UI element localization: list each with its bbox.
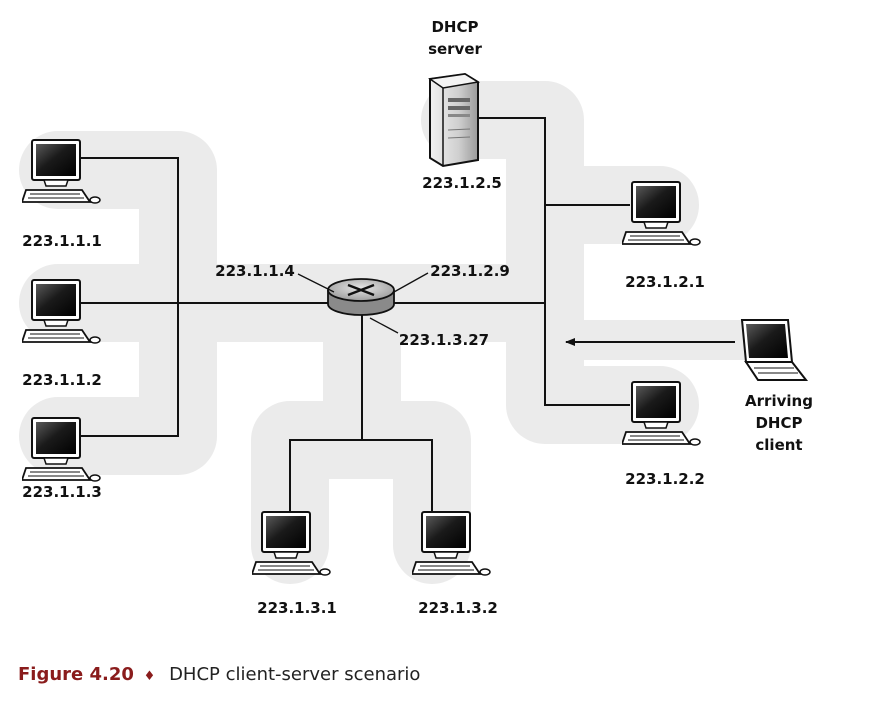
caption-separator-icon: ♦ — [143, 669, 156, 684]
host-label-223-1-2-1: 223.1.2.1 — [625, 273, 705, 291]
host-label-223-1-3-2: 223.1.3.2 — [418, 599, 498, 617]
host-label-223-1-3-1: 223.1.3.1 — [257, 599, 337, 617]
host-label-223-1-2-2: 223.1.2.2 — [625, 470, 705, 488]
figure-caption: Figure 4.20 ♦ DHCP client-server scenari… — [18, 664, 420, 685]
router-interface-bottom-label: 223.1.3.27 — [399, 331, 489, 349]
arriving-client-label-line3: client — [755, 436, 802, 454]
figure-number: Figure 4.20 — [18, 664, 134, 685]
host-223-1-3-2-icon — [412, 511, 491, 576]
arriving-client-label-line1: Arriving — [745, 392, 813, 410]
arriving-client-label-line2: DHCP — [755, 414, 802, 432]
server-ip-label: 223.1.2.5 — [422, 174, 502, 192]
dhcp-server-icon — [428, 72, 481, 168]
figure-caption-text: DHCP client-server scenario — [169, 664, 421, 685]
host-label-223-1-1-1: 223.1.1.1 — [22, 232, 102, 250]
router-interface-right-label: 223.1.2.9 — [430, 262, 510, 280]
server-title-line2: server — [428, 40, 482, 58]
router-interface-left-label: 223.1.1.4 — [215, 262, 295, 280]
laptop-icon — [741, 319, 807, 381]
host-label-223-1-1-3: 223.1.1.3 — [22, 483, 102, 501]
interface-leaders — [297, 272, 429, 334]
network-links — [78, 117, 630, 520]
server-title-line1: DHCP — [431, 18, 478, 36]
host-label-223-1-1-2: 223.1.1.2 — [22, 371, 102, 389]
router-icon — [327, 278, 395, 316]
